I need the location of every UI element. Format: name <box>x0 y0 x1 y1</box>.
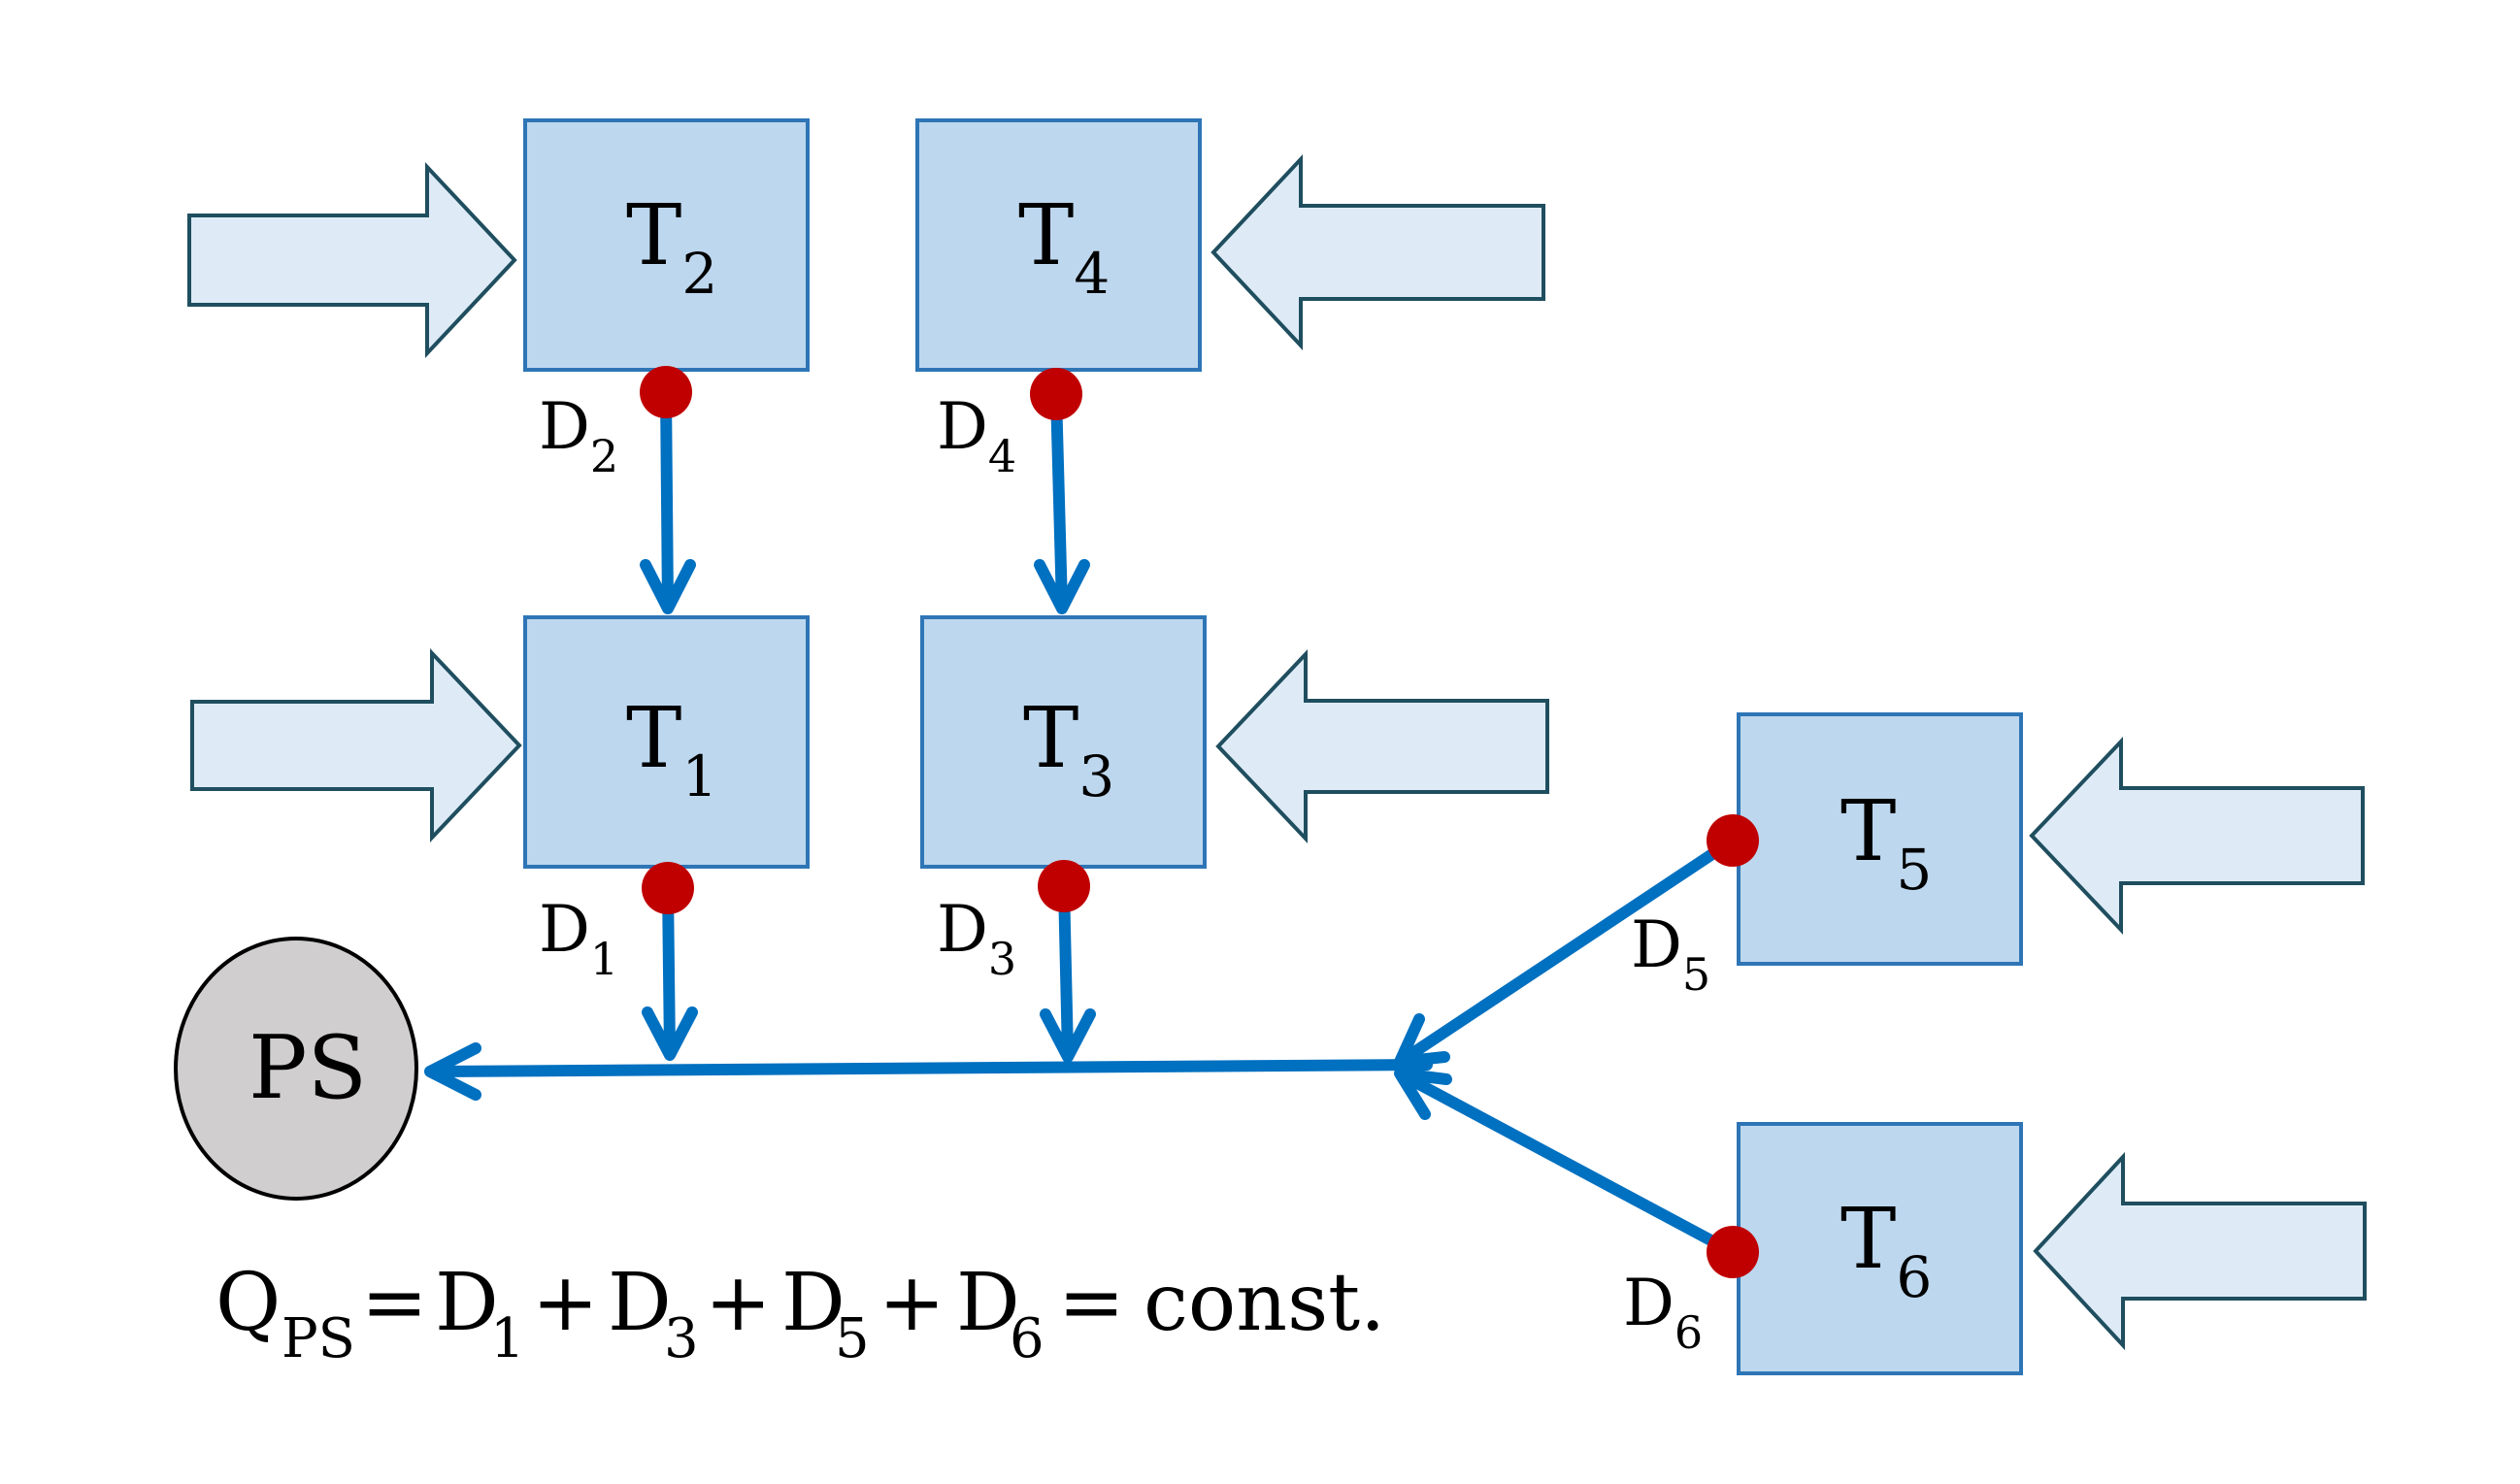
equation-plus-3: + <box>879 1257 945 1349</box>
equation-d1: D <box>435 1257 499 1349</box>
tank-t3-label: T3 <box>1023 690 1114 809</box>
tank-t2: T2 <box>523 118 810 372</box>
equation-q: Q <box>216 1257 281 1349</box>
discharge-node-d2 <box>640 366 692 418</box>
arrowhead-t6-junction <box>1394 1068 1452 1120</box>
tank-t5: T5 <box>1737 712 2023 966</box>
tank-t3: T3 <box>920 615 1207 869</box>
tank-t6-label: T6 <box>1840 1191 1932 1310</box>
discharge-node-d3 <box>1038 860 1090 912</box>
tank-t1-label: T1 <box>626 690 717 809</box>
arrowhead-t1-main <box>642 1006 698 1061</box>
pipe-t6-junction <box>1397 1070 1739 1258</box>
inflow-arrow-t6 <box>2033 1151 2367 1351</box>
pipe-t5-junction <box>1397 835 1739 1066</box>
pipe-t1-main <box>662 882 676 1059</box>
equation-d6-subscript: 6 <box>1010 1307 1044 1370</box>
discharge-label-d6: D6 <box>1623 1266 1703 1359</box>
equation-equals-2: = <box>1058 1257 1125 1349</box>
pumping-station-label: PS <box>249 1017 367 1119</box>
equation-equals-1: = <box>361 1257 428 1349</box>
discharge-node-d1 <box>642 862 694 914</box>
arrowhead-t4-t3 <box>1034 559 1090 614</box>
inflow-arrow-t4 <box>1210 153 1545 351</box>
equation-d3: D <box>608 1257 672 1349</box>
arrowhead-t2-t1 <box>640 559 696 614</box>
inflow-arrow-t5 <box>2029 736 2365 936</box>
main-collector-pipe <box>426 1059 1433 1077</box>
equation-const: const. <box>1144 1257 1385 1349</box>
discharge-label-d1: D1 <box>539 892 618 985</box>
tank-t6: T6 <box>1737 1122 2023 1375</box>
equation-plus-1: + <box>532 1257 599 1349</box>
discharge-node-d5 <box>1707 814 1759 867</box>
pumping-station: PS <box>174 937 418 1201</box>
equation-d5-subscript: 5 <box>835 1307 870 1370</box>
tank-t4: T4 <box>915 118 1202 372</box>
discharge-node-d6 <box>1707 1226 1759 1278</box>
tank-t5-label: T5 <box>1840 783 1932 903</box>
inflow-arrow-t2 <box>187 161 517 359</box>
tank-t4-label: T4 <box>1018 187 1110 307</box>
tank-t2-label: T2 <box>626 187 717 307</box>
inflow-arrow-t3 <box>1215 648 1549 844</box>
equation-d6: D <box>956 1257 1020 1349</box>
pipe-t2-t1 <box>660 386 674 612</box>
equation-d3-subscript: 3 <box>664 1307 699 1370</box>
discharge-label-d3: D3 <box>937 892 1016 985</box>
discharge-label-d4: D4 <box>937 389 1016 482</box>
equation-d1-subscript: 1 <box>490 1307 525 1370</box>
discharge-node-d4 <box>1030 368 1082 420</box>
inflow-arrow-t1 <box>190 647 522 843</box>
discharge-label-d5: D5 <box>1631 907 1710 1001</box>
arrowhead-main-ps <box>424 1042 481 1101</box>
pipe-t3-main <box>1058 880 1074 1061</box>
equation-plus-2: + <box>705 1257 772 1349</box>
equation-d5: D <box>781 1257 846 1349</box>
flow-equation: Q PS = D 1 + D 3 + D 5 + D 6 = const. <box>216 1257 1385 1370</box>
equation-q-subscript: PS <box>282 1307 355 1370</box>
tank-t1: T1 <box>523 615 810 869</box>
pipe-t4-t3 <box>1050 388 1068 612</box>
arrowhead-t3-main <box>1040 1008 1096 1063</box>
discharge-label-d2: D2 <box>539 389 618 482</box>
